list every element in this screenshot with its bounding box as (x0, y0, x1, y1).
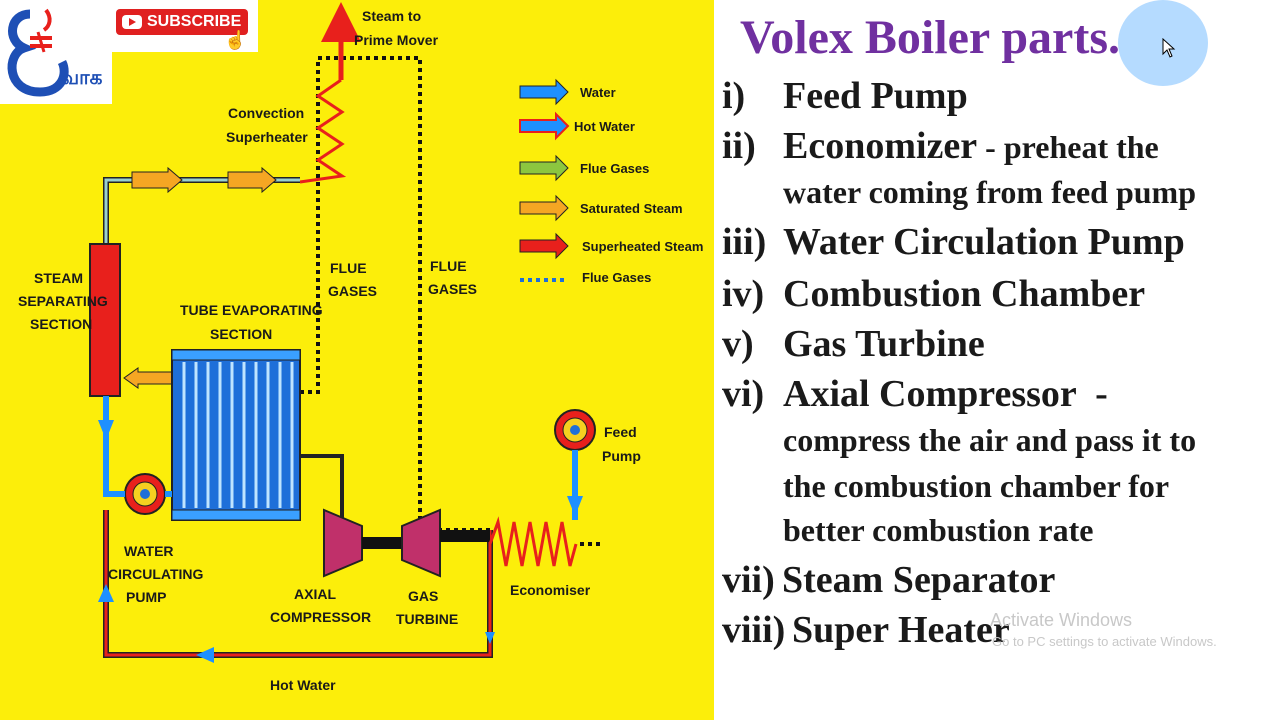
subscribe-button[interactable]: SUBSCRIBE (116, 9, 248, 35)
label-axial: AXIAL (294, 586, 336, 602)
label-convection: Convection (228, 105, 304, 121)
page-title: Volex Boiler parts. (740, 11, 1120, 64)
part-description: water coming from feed pump (783, 174, 1196, 210)
label-hot-water: Hot Water (270, 677, 336, 693)
legend-saturated-steam-arrow (519, 194, 569, 222)
parts-list-panel (714, 0, 1280, 720)
part-description: the combustion chamber for (783, 468, 1170, 504)
legend-superheated-steam-arrow (519, 232, 569, 260)
label-flue-2b: GASES (428, 281, 477, 297)
label-flue-2a: FLUE (430, 258, 467, 274)
legend-label-superheated-steam: Superheated Steam (582, 239, 703, 254)
mouse-cursor-icon (1162, 38, 1176, 58)
part-description: - (1076, 373, 1108, 415)
label-steam-to: Steam to (362, 8, 421, 24)
gas-turbine (401, 508, 441, 578)
label-gas: GAS (408, 588, 438, 604)
legend-water-arrow (519, 78, 569, 106)
part-description: better combustion rate (783, 512, 1094, 548)
part-name: Economizer (783, 125, 978, 167)
legend-label-hot-water: Hot Water (574, 119, 635, 134)
part-number: vi) (722, 373, 765, 415)
windows-activation-watermark: Activate Windows (990, 610, 1133, 630)
legend-label-saturated-steam: Saturated Steam (580, 201, 683, 216)
saturated-steam-arrow (227, 166, 277, 194)
legend-hot-water-arrow (519, 111, 570, 141)
label-steam: STEAM (34, 270, 83, 286)
label-turbine: TURBINE (396, 611, 458, 627)
part-name-line: Economizer - preheat the (783, 124, 1159, 168)
part-name: Combustion Chamber (783, 273, 1146, 315)
water-circulating-pump (124, 473, 166, 515)
part-number: viii) (722, 609, 786, 651)
convection-superheater-coil (299, 78, 347, 184)
channel-logo-icon: வாக (7, 8, 103, 97)
label-flue-1b: GASES (328, 283, 377, 299)
channel-logo: வாக (0, 0, 112, 104)
hot-gas-pipe (300, 454, 344, 520)
part-description: compress the air and pass it to (783, 422, 1197, 458)
part-name-line: Axial Compressor - (783, 372, 1108, 416)
boiler-diagram: Water Hot Water Flue Gases Saturated Ste… (18, 2, 703, 693)
feed-pump (554, 409, 596, 451)
part-number: i) (722, 75, 746, 117)
label-section: SECTION (30, 316, 92, 332)
axial-compressor (323, 508, 363, 578)
label-tube-section: SECTION (210, 326, 272, 342)
steam-return-arrow (123, 367, 173, 389)
label-compressor: COMPRESSOR (270, 609, 371, 625)
part-description: - preheat the (977, 129, 1159, 165)
label-flue-1a: FLUE (330, 260, 367, 276)
part-number: iv) (722, 273, 765, 315)
saturated-steam-arrow (131, 166, 183, 194)
part-number: iii) (722, 221, 767, 263)
boiler-diagram-panel: Water Hot Water Flue Gases Saturated Ste… (0, 0, 714, 720)
part-name: Super Heater (792, 609, 1010, 651)
part-number: ii) (722, 125, 756, 167)
legend: Water Hot Water Flue Gases Saturated Ste… (519, 78, 703, 285)
part-name: Feed Pump (783, 75, 968, 117)
label-feed: Feed (604, 424, 637, 440)
part-name: Gas Turbine (783, 323, 985, 365)
steam-separator-drum (89, 243, 121, 397)
turbine-shaft (362, 537, 402, 549)
hand-pointer-icon: ☝ (224, 30, 247, 50)
part-number: v) (722, 323, 754, 365)
saturated-steam-pipe (103, 177, 300, 245)
legend-label-flue-gases-dotted: Flue Gases (582, 270, 651, 285)
label-feed-pump: Pump (602, 448, 641, 464)
youtube-play-icon (122, 15, 142, 29)
economiser-coil (488, 516, 578, 567)
label-separating: SEPARATING (18, 293, 108, 309)
label-superheater: Superheater (226, 129, 308, 145)
part-name: Steam Separator (782, 559, 1056, 601)
subscribe-label: SUBSCRIBE (147, 13, 242, 30)
windows-activation-hint: Go to PC settings to activate Windows. (992, 634, 1217, 649)
legend-label-water: Water (580, 85, 616, 100)
label-circulating: CIRCULATING (108, 566, 204, 582)
label-pump: PUMP (126, 589, 166, 605)
part-name: Axial Compressor (783, 373, 1077, 415)
label-water: WATER (124, 543, 174, 559)
label-economiser: Economiser (510, 582, 591, 598)
part-number: vii) (722, 559, 775, 601)
legend-flue-gases-arrow (519, 154, 569, 182)
label-tube-evaporating: TUBE EVAPORATING (180, 302, 323, 318)
part-name: Water Circulation Pump (783, 221, 1185, 263)
label-prime-mover: Prime Mover (354, 32, 439, 48)
tube-evaporating-section (171, 349, 301, 521)
legend-label-flue-gases: Flue Gases (580, 161, 649, 176)
channel-logo-text: வாக (60, 65, 103, 89)
